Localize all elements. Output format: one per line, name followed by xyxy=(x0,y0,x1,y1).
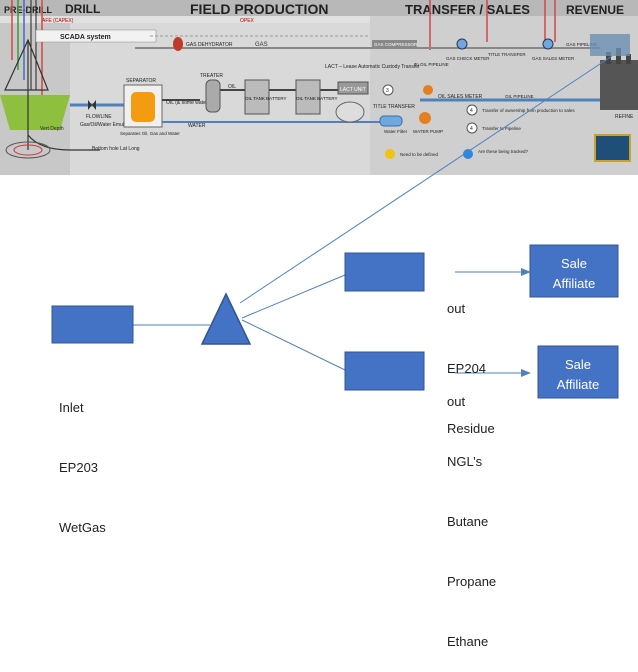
oil-tank-2-icon xyxy=(295,79,321,115)
output-1-line-2: EP204 xyxy=(447,361,487,376)
phase-field-production: FIELD PRODUCTION xyxy=(190,1,328,17)
water-filter-label: Water Filter xyxy=(384,129,408,134)
title-transfer-label: TITLE TRANSFER xyxy=(373,104,415,110)
afe-capex-label: AFE (CAPEX) xyxy=(42,18,74,24)
oil-tank-1-icon xyxy=(244,79,270,115)
gas-plant-icon xyxy=(590,34,630,56)
output-2-line-1: out xyxy=(447,394,466,409)
inlet-note: Inlet EP203 WetGas xyxy=(59,358,106,558)
gas-line-label: GAS xyxy=(255,42,268,48)
water-label: WATER xyxy=(188,123,206,129)
separator-icon xyxy=(131,92,155,122)
gas-pipeline-label: GAS PIPELINE xyxy=(566,42,597,47)
vert-depth-label: Vert Depth xyxy=(40,126,64,132)
output-2-note: out NGL’s Butane Propane Ethane xyxy=(447,352,496,672)
water-pump-label: WATER PUMP xyxy=(413,129,443,134)
lact-label: LACT – Lease Automatic Custody Transfer xyxy=(325,64,420,70)
connector-splitter-to-banner xyxy=(239,55,613,304)
output-box-1[interactable] xyxy=(344,252,425,292)
lact-unit-label: LACT UNIT xyxy=(340,87,366,93)
to-oil-pipeline-label: To OIL PIPELINE xyxy=(414,62,449,67)
output-box-2[interactable] xyxy=(344,351,425,391)
inlet-line-3: WetGas xyxy=(59,520,106,535)
flow-diagram: Sale Affiliate Sale Affiliate xyxy=(51,55,619,399)
separator-label: SEPARATOR xyxy=(126,78,156,84)
sale-affiliate-2-line1: Sale xyxy=(565,357,591,372)
treater-icon xyxy=(205,79,221,113)
oil-some-water-label: OIL (& some water) xyxy=(166,100,209,106)
output-2-line-4: Propane xyxy=(447,574,497,589)
phase-revenue: REVENUE xyxy=(566,3,624,17)
output-2-line-3: Butane xyxy=(447,514,489,529)
sale-affiliate-1-line1: Sale xyxy=(561,256,587,271)
need-defined-label: Need to be defined xyxy=(400,152,439,157)
refinery-label: REFINE xyxy=(615,114,634,120)
sale-affiliate-box-2[interactable] xyxy=(537,345,619,399)
bottom-hole-label: Bottom hole Lat Long xyxy=(92,146,140,152)
inlet-box[interactable] xyxy=(51,305,134,344)
opex-label: OPEX xyxy=(240,18,255,24)
connector-splitter-to-out2 xyxy=(241,319,346,371)
output-2-line-5: Ethane xyxy=(447,634,489,649)
drill-site-ground xyxy=(0,95,70,130)
sale-affiliate-2-line2: Affiliate xyxy=(557,377,599,392)
phase-header-bar xyxy=(0,0,638,16)
output-2-line-2: NGL’s xyxy=(447,454,483,469)
oil-sales-meter-label: OIL SALES METER xyxy=(438,94,483,100)
phase-transfer-sales: TRANSFER / SALES xyxy=(405,2,530,17)
emulsion-label: Gas/Oil/Water Emulsion xyxy=(80,122,133,128)
refinery-icon xyxy=(600,60,638,110)
flowline-valve-icon xyxy=(88,100,96,110)
step-4-badge-1: 4 xyxy=(470,108,473,114)
output-1-note: out EP204 Residue xyxy=(447,259,495,459)
gas-sales-meter-label: GAS SALES METER xyxy=(532,56,575,61)
transfer-ownership-label: Transfer of ownership from production to… xyxy=(482,108,575,113)
water-tank-icon xyxy=(335,101,365,123)
sale-affiliate-1-line2: Affiliate xyxy=(553,276,595,291)
water-pump-icon xyxy=(419,112,431,124)
title-transfer-2-label: TITLE TRANSFER xyxy=(488,52,526,57)
oil-label: OIL xyxy=(228,84,236,90)
output-1-line-1: out xyxy=(447,301,466,316)
output-1-line-3: Residue xyxy=(447,421,495,436)
inlet-line-1: Inlet xyxy=(59,400,84,415)
phase-drill: DRILL xyxy=(65,2,100,16)
transfer-pipeline-label: Transfer to Pipeline xyxy=(482,126,521,131)
step-3-badge: 3 xyxy=(386,88,389,94)
splitter-triangle[interactable] xyxy=(200,292,252,345)
gas-dehydrator-icon xyxy=(173,37,183,51)
connector-splitter-to-out1 xyxy=(241,274,346,319)
water-filter-icon xyxy=(379,115,403,127)
separates-label: Separates Oil, Gas and Water xyxy=(120,131,180,136)
flowline-label: FLOWLINE xyxy=(86,114,112,120)
gas-compressor-label: GAS COMPRESSOR xyxy=(374,42,418,47)
oil-tank-1-label: OIL TANK BATTERY xyxy=(245,96,287,101)
oil-pipeline-label: OIL PIPELINE xyxy=(505,94,534,99)
treater-label: TREATER xyxy=(200,73,223,79)
drilling-rig-icon xyxy=(4,38,49,91)
gas-dehydrator-label: GAS DEHYDRATOR xyxy=(186,42,233,48)
oil-tank-2-label: OIL TANK BATTERY xyxy=(296,96,338,101)
step-4-badge-2: 4 xyxy=(470,126,473,132)
sale-affiliate-box-1[interactable] xyxy=(529,244,619,298)
scada-label: SCADA system xyxy=(60,34,111,41)
field-production-banner: PRE-DRILL DRILL FIELD PRODUCTION TRANSFE… xyxy=(0,0,638,180)
inlet-line-2: EP203 xyxy=(59,460,99,475)
being-tracked-label: Are these being tracked? xyxy=(478,149,529,154)
gas-check-meter-label: GAS CHECK METER xyxy=(446,56,490,61)
revenue-cash-icon xyxy=(594,134,631,162)
phase-predrill: PRE-DRILL xyxy=(4,5,52,15)
